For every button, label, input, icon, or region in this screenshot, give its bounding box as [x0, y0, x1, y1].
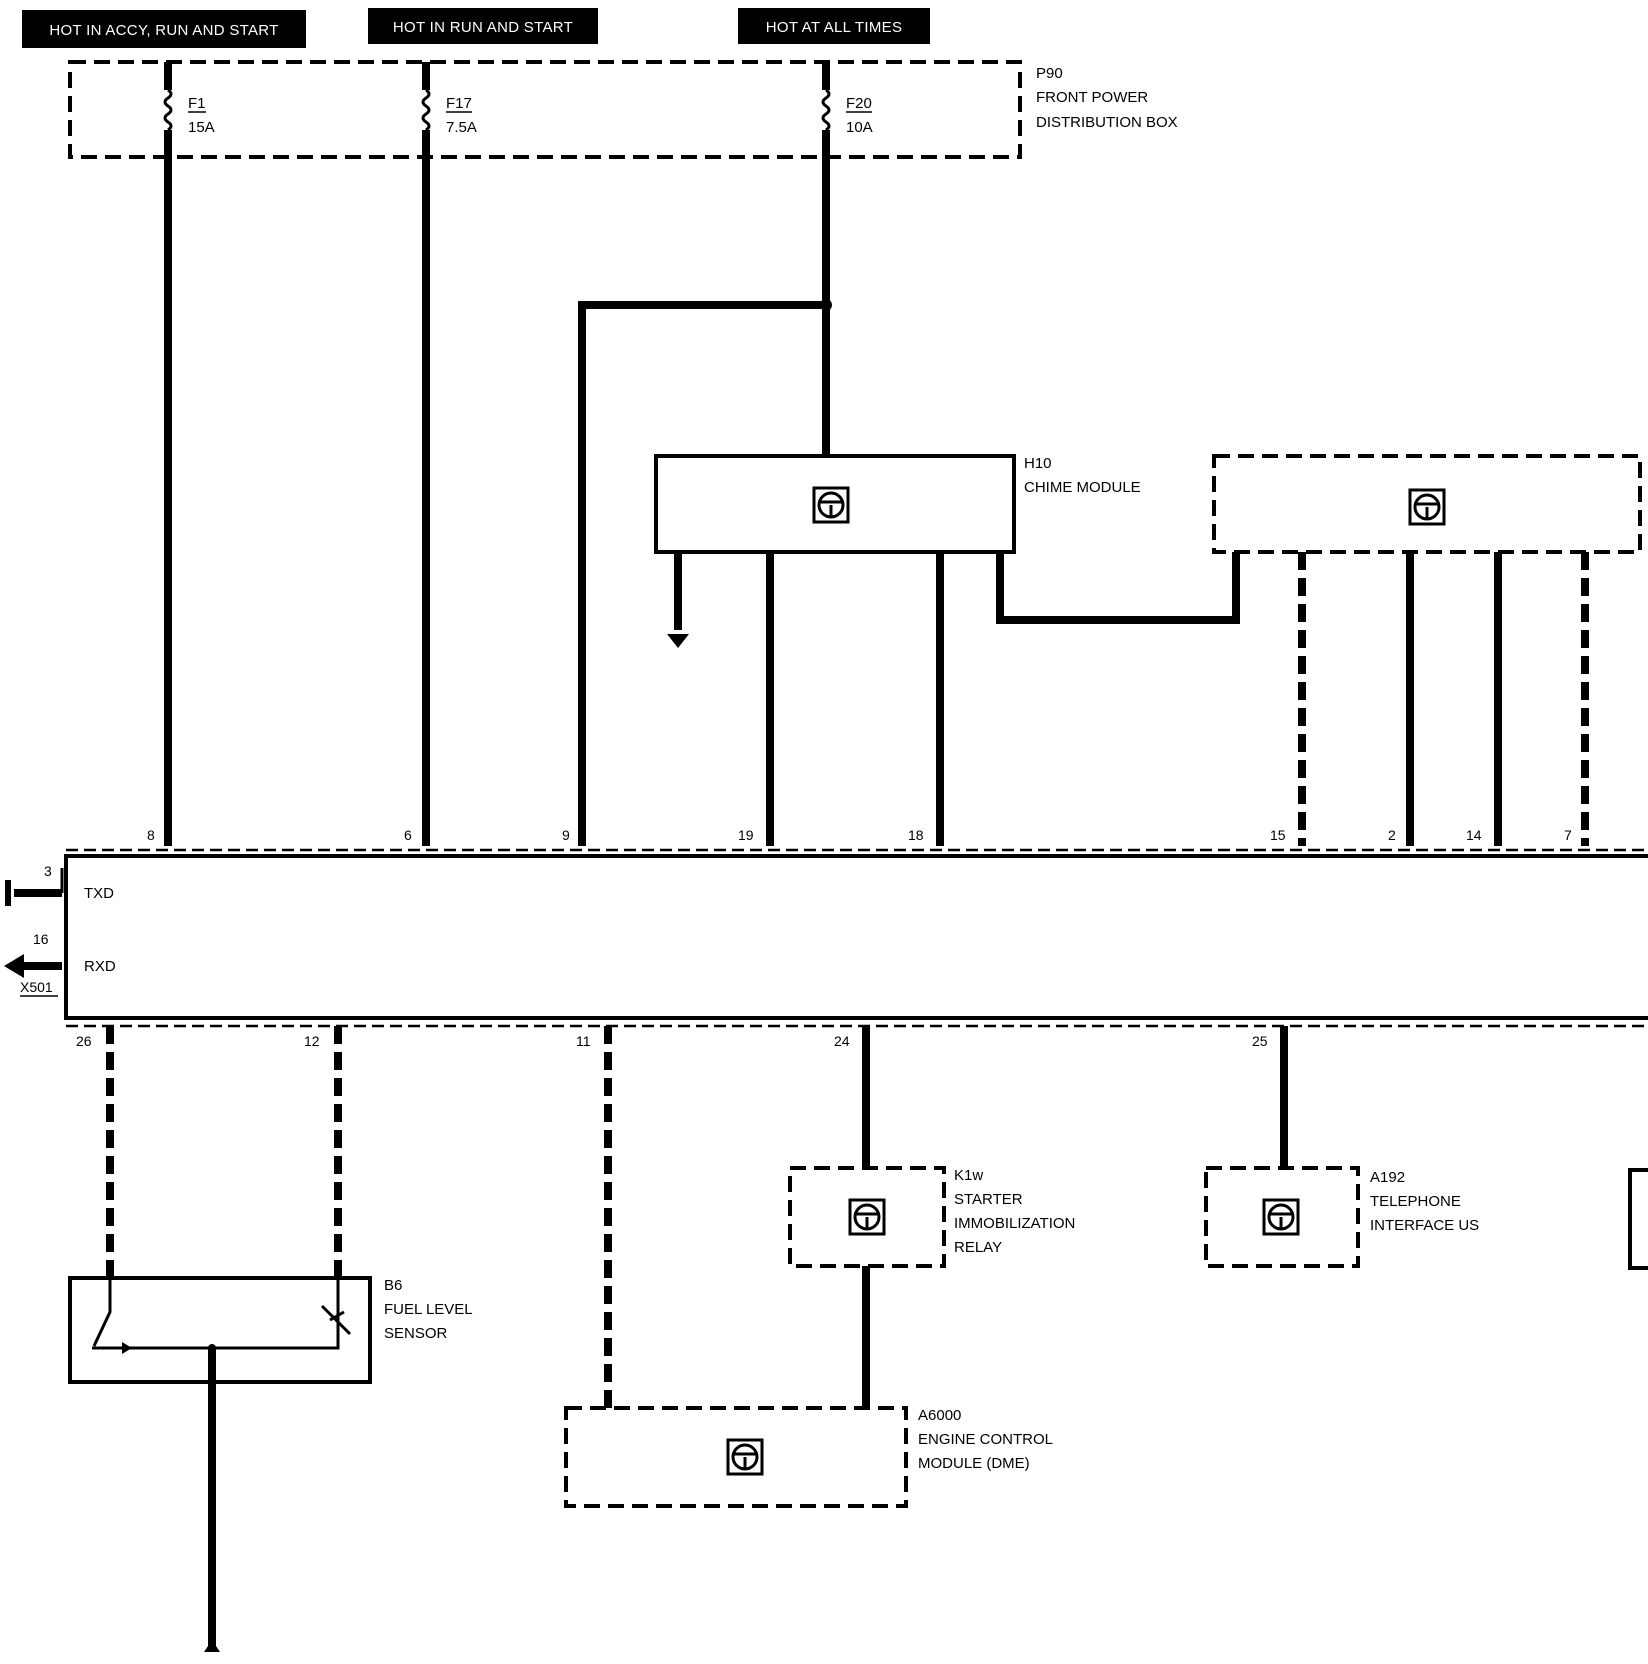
pin-label-11: 11: [576, 1033, 591, 1049]
fuse-f1-name: F1: [188, 95, 206, 112]
pin-label-8: 8: [147, 827, 155, 843]
wire-f20-to-pin9: [578, 301, 826, 846]
fuel-sensor-id: B6: [384, 1277, 402, 1294]
chime-module-id: H10: [1024, 455, 1052, 472]
ground-arrow-icon: [204, 1640, 220, 1652]
fuse-f20-name: F20: [846, 95, 872, 112]
chime-module-icon: [812, 486, 850, 524]
fuel-sensor-switch-icon: [92, 1278, 352, 1354]
pin-label-24: 24: [834, 1033, 850, 1049]
fuse-f17-symbol: [421, 88, 431, 132]
starter-relay-name-line3: RELAY: [954, 1239, 1002, 1256]
power-distribution-box: [68, 60, 1022, 159]
pin-label-2: 2: [1388, 827, 1396, 843]
header-hot-all-times-text: HOT AT ALL TIMES: [766, 19, 903, 36]
pin-label-14: 14: [1466, 827, 1482, 843]
fuse-f1-symbol: [163, 88, 173, 132]
telephone-name-line1: TELEPHONE: [1370, 1193, 1461, 1210]
starter-relay-box: [788, 1166, 946, 1268]
engine-module-name-line2: MODULE (DME): [918, 1455, 1030, 1472]
rxd-label: RXD: [84, 958, 116, 975]
power-box-name-line2: DISTRIBUTION BOX: [1036, 114, 1178, 131]
fuse-f20-symbol: [821, 88, 831, 132]
telephone-id: A192: [1370, 1169, 1405, 1186]
header-hot-accy-run-start: HOT IN ACCY, RUN AND START: [22, 10, 306, 48]
pin-label-19: 19: [738, 827, 754, 843]
pin-label-15: 15: [1270, 827, 1286, 843]
connector-x501: X501: [20, 979, 53, 995]
power-box-name-line1: FRONT POWER: [1036, 89, 1148, 106]
starter-relay-name-line2: IMMOBILIZATION: [954, 1215, 1075, 1232]
chime-module-name: CHIME MODULE: [1024, 479, 1141, 496]
txd-pin: 3: [44, 863, 52, 879]
pin-label-18: 18: [908, 827, 924, 843]
engine-module-id: A6000: [918, 1407, 961, 1424]
pin-label-25: 25: [1252, 1033, 1268, 1049]
rxd-pin: 16: [33, 931, 49, 947]
pin-label-7: 7: [1564, 827, 1572, 843]
engine-module-icon: [726, 1438, 764, 1476]
pin-label-12: 12: [304, 1033, 320, 1049]
power-box-id: P90: [1036, 65, 1063, 82]
wire-chime-to-cluster: [996, 552, 1240, 624]
starter-relay-icon: [848, 1198, 886, 1236]
fuel-sensor-box: [68, 1276, 372, 1384]
ground-icon: [667, 634, 689, 648]
chime-module-box: [654, 454, 1016, 554]
telephone-interface-icon: [1262, 1198, 1300, 1236]
engine-module-name-line1: ENGINE CONTROL: [918, 1431, 1053, 1448]
fuse-f17-rating: 7.5A: [446, 119, 477, 136]
header-hot-run-start-text: HOT IN RUN AND START: [393, 19, 573, 36]
pin-label-26: 26: [76, 1033, 92, 1049]
header-hot-run-start: HOT IN RUN AND START: [368, 8, 598, 44]
header-hot-accy-run-start-text: HOT IN ACCY, RUN AND START: [49, 22, 278, 39]
header-hot-all-times: HOT AT ALL TIMES: [738, 8, 930, 44]
fuse-f17-name: F17: [446, 95, 472, 112]
fuel-sensor-name-line2: SENSOR: [384, 1325, 448, 1342]
pin-label-6: 6: [404, 827, 412, 843]
starter-relay-id: K1w: [954, 1167, 983, 1184]
txd-label: TXD: [84, 885, 114, 902]
fuse-f1-rating: 15A: [188, 119, 215, 136]
rxd-arrow-icon: [4, 954, 24, 978]
telephone-interface-box: [1204, 1166, 1360, 1268]
starter-relay-name-line1: STARTER: [954, 1191, 1023, 1208]
cluster-module-icon: [1408, 488, 1446, 526]
pin-label-9: 9: [562, 827, 570, 843]
fuse-f20-rating: 10A: [846, 119, 873, 136]
fuel-sensor-name-line1: FUEL LEVEL: [384, 1301, 473, 1318]
telephone-name-line2: INTERFACE US: [1370, 1217, 1479, 1234]
engine-module-box: [564, 1406, 908, 1508]
partial-module-box: [1628, 1168, 1648, 1270]
splice-dot: [820, 299, 832, 311]
cluster-module-box: [1212, 454, 1642, 554]
main-module-box: [64, 854, 1648, 1020]
